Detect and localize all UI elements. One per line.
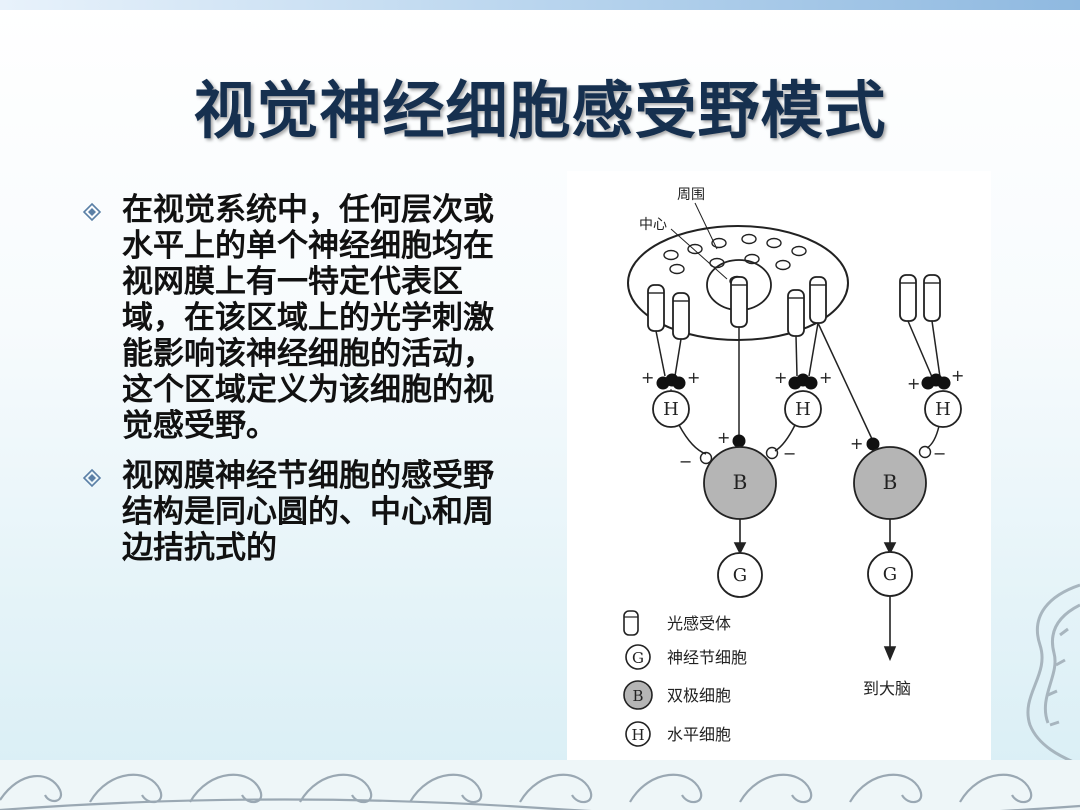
bullet-item: 在视觉系统中，任何层次或水平上的单个神经细胞均在视网膜上有一特定代表区域，在该区… <box>82 192 532 444</box>
horizontal-cell-label: H <box>663 399 679 420</box>
bullet-list: 在视觉系统中，任何层次或水平上的单个神经细胞均在视网膜上有一特定代表区域，在该区… <box>82 192 532 580</box>
diamond-bullet-icon <box>82 468 102 488</box>
plus-sign: + <box>819 368 832 387</box>
plus-sign: + <box>641 368 654 387</box>
receptive-field-surround <box>627 225 849 341</box>
photoreceptor-legend-icon <box>623 610 639 636</box>
to-brain-label: 到大脑 <box>863 679 911 698</box>
legend-label: 双极细胞 <box>667 686 731 705</box>
wave-decoration <box>0 760 1080 810</box>
horizontal-cell-label: H <box>795 399 811 420</box>
ganglion-cell-label: G <box>733 565 747 586</box>
bullet-item: 视网膜神经节细胞的感受野结构是同心圆的、中心和周边拮抗式的 <box>82 458 532 566</box>
plus-sign: + <box>687 368 700 387</box>
minus-sign: − <box>783 444 796 463</box>
plus-sign: + <box>951 366 964 385</box>
receptive-field-diagram: 周围 中心 <box>567 171 991 762</box>
surround-label: 周围 <box>677 187 705 203</box>
dragon-decoration <box>1026 583 1080 767</box>
plus-sign: + <box>774 368 787 387</box>
bullet-text: 在视觉系统中，任何层次或水平上的单个神经细胞均在视网膜上有一特定代表区域，在该区… <box>122 192 494 444</box>
bipolar-legend-icon <box>623 680 653 710</box>
legend: 光感受体 G 神经节细胞 B 双极细胞 H 水平细胞 <box>623 610 747 747</box>
slide-title: 视觉神经细胞感受野模式 <box>193 74 887 147</box>
plus-sign: + <box>850 434 863 453</box>
legend-label: 水平细胞 <box>667 725 731 744</box>
minus-sign: − <box>679 452 692 471</box>
bullet-text: 视网膜神经节细胞的感受野结构是同心圆的、中心和周边拮抗式的 <box>122 458 494 566</box>
legend-label: 光感受体 <box>667 614 731 633</box>
legend-symbol: B <box>632 687 643 705</box>
diamond-bullet-icon <box>82 202 102 222</box>
bipolar-cell-label: B <box>733 470 748 494</box>
center-label: 中心 <box>639 217 667 233</box>
plus-sign: + <box>717 428 730 447</box>
bipolar-cell-label: B <box>883 470 898 494</box>
legend-symbol: H <box>631 726 644 744</box>
horizontal-cell-label: H <box>935 399 951 420</box>
ganglion-cell-label: G <box>883 564 897 585</box>
top-accent-bar <box>0 0 1080 10</box>
legend-label: 神经节细胞 <box>667 648 747 667</box>
horizontal-legend-icon <box>625 721 651 747</box>
plus-sign: + <box>907 374 920 393</box>
ganglion-legend-icon <box>625 644 651 670</box>
minus-sign: − <box>933 444 946 463</box>
legend-symbol: G <box>632 649 644 667</box>
